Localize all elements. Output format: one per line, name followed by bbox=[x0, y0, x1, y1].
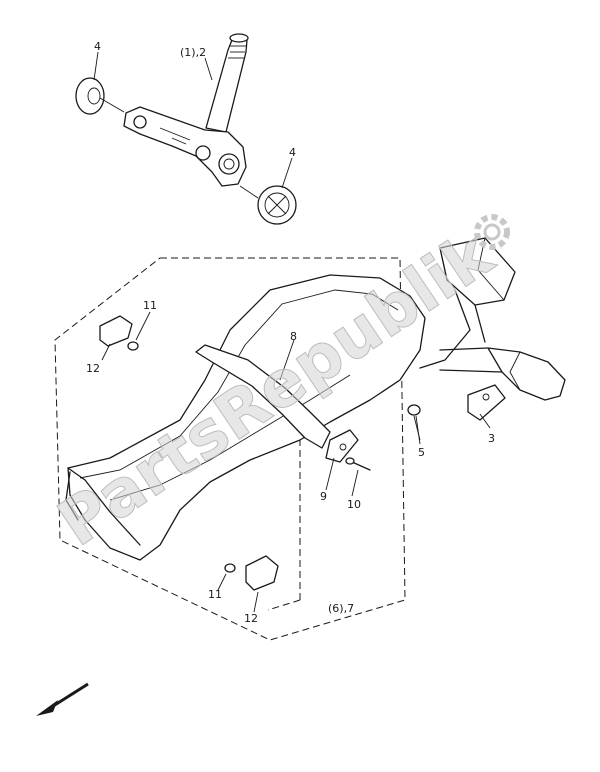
callout-11-lower: 11 bbox=[208, 588, 222, 601]
turn-signal bbox=[439, 347, 566, 401]
screw-10 bbox=[345, 457, 371, 471]
callout-1-2: (1),2 bbox=[180, 46, 206, 59]
callout-12-lower: 12 bbox=[244, 612, 258, 625]
seat-subassembly-frame bbox=[54, 257, 406, 641]
callout-6-7: (6),7 bbox=[328, 602, 354, 615]
strap-bracket-9 bbox=[325, 429, 359, 463]
callout-11-upper: 11 bbox=[143, 299, 157, 312]
callout-4-left: 4 bbox=[94, 40, 101, 53]
leader-lines bbox=[93, 51, 491, 613]
grommet-left bbox=[75, 77, 125, 115]
grommet-right bbox=[239, 185, 297, 225]
callout-labels: 4 (1),2 4 11 12 8 5 3 9 10 11 12 (6),7 bbox=[86, 40, 495, 625]
watermark-text: PartsRepublik bbox=[46, 217, 507, 562]
callout-5: 5 bbox=[418, 446, 425, 459]
callout-10: 10 bbox=[347, 498, 361, 511]
tail-light-housing bbox=[419, 237, 516, 369]
nut-11-lower bbox=[224, 563, 236, 573]
front-direction-arrow-icon bbox=[36, 682, 89, 716]
callout-9: 9 bbox=[320, 490, 327, 503]
callout-4-right: 4 bbox=[289, 146, 296, 159]
steering-stem-assembly bbox=[123, 33, 249, 187]
bracket-part-3 bbox=[467, 384, 506, 421]
bracket-12-lower bbox=[245, 555, 279, 591]
seat bbox=[65, 274, 426, 561]
callout-8: 8 bbox=[290, 330, 297, 343]
nut-11-upper bbox=[127, 341, 139, 351]
watermark: PartsRepublik bbox=[45, 216, 507, 562]
gear-icon bbox=[474, 214, 510, 250]
bracket-12-upper bbox=[99, 315, 133, 347]
callout-12-upper: 12 bbox=[86, 362, 100, 375]
nut-part-5 bbox=[407, 404, 421, 441]
callout-3: 3 bbox=[488, 432, 495, 445]
